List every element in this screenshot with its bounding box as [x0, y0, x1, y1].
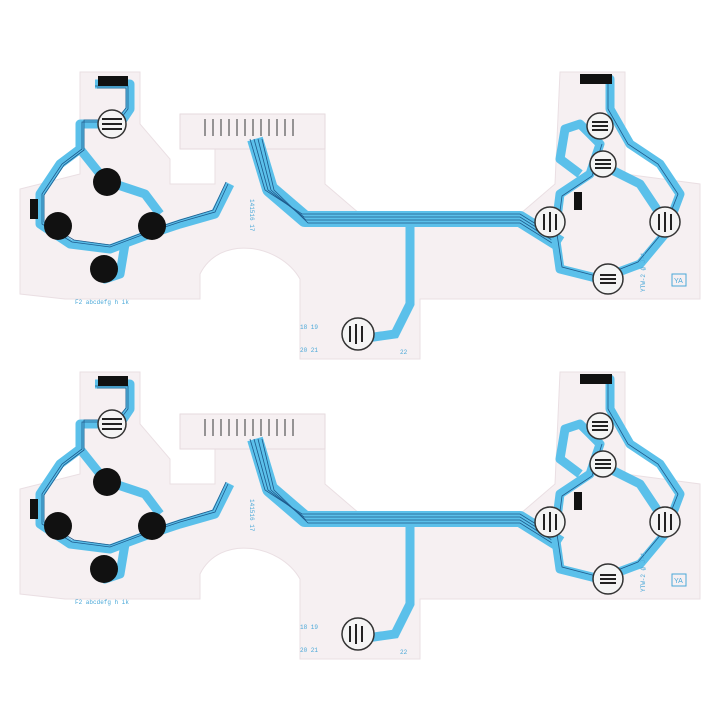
marking-model: YTW-2 @ J-1: [640, 252, 647, 292]
membrane-drawing: F2 abcdefg h ik 141516 17 18 19 20 21 22…: [19, 371, 701, 660]
left-trace-lines: [41, 385, 229, 548]
pad-dpad-right: [138, 212, 166, 240]
pad-dpad-right: [138, 512, 166, 540]
tag-box: [671, 573, 687, 587]
right-trace-lines: [556, 380, 679, 578]
connector-pins: [204, 419, 294, 436]
marking-top-code: 141516 17: [248, 499, 255, 532]
marking-num-a: 18 19: [300, 324, 318, 331]
membrane-drawing: F2 abcdefg h ik 141516 17 18 19 20 21 22…: [19, 71, 701, 360]
side-contact-right: [574, 192, 582, 210]
marking-num-b: 20 21: [300, 647, 318, 654]
bottom-pad-trace: [359, 224, 415, 344]
pad-center-bottom: [341, 617, 375, 651]
pad-dpad-down: [90, 555, 118, 583]
tag-box: [671, 273, 687, 287]
pad-center-bottom-grid: [349, 324, 363, 344]
marking-left-code: F2 abcdefg h ik: [75, 299, 129, 306]
marking-top-code: 141516 17: [248, 199, 255, 232]
connector-pins: [204, 119, 294, 136]
pad-center-bottom-grid: [349, 624, 363, 644]
right-pad-grids: [543, 421, 672, 584]
center-trace-lines: [249, 438, 561, 549]
membrane-ribbon-top: F2 abcdefg h ik 141516 17 18 19 20 21 22…: [0, 64, 720, 364]
pad-dpad-left: [44, 512, 72, 540]
marking-num-b: 20 21: [300, 347, 318, 354]
pad-top-left-grid: [102, 418, 122, 430]
pad-dpad-up: [93, 468, 121, 496]
pad-dpad-left: [44, 212, 72, 240]
pad-center-bottom: [341, 317, 375, 351]
pad-dpad-down: [90, 255, 118, 283]
marking-left-code: F2 abcdefg h ik: [75, 599, 129, 606]
left-contact-strip: [98, 76, 128, 86]
bottom-pad-trace: [359, 524, 415, 644]
marking-num-a: 18 19: [300, 624, 318, 631]
marking-num-c: 22: [400, 649, 408, 656]
pad-top-left-grid: [102, 118, 122, 130]
marking-model: YTW-2 @ J-1: [640, 552, 647, 592]
marking-tag: YA: [674, 578, 683, 585]
membrane-ribbon-bottom: F2 abcdefg h ik 141516 17 18 19 20 21 22…: [0, 364, 720, 664]
pad-dpad-up: [93, 168, 121, 196]
marking-num-c: 22: [400, 349, 408, 356]
right-trace-lines: [556, 80, 679, 278]
side-contact-right: [574, 492, 582, 510]
side-contact-left: [30, 499, 38, 519]
left-contact-strip: [98, 376, 128, 386]
left-trace-lines: [41, 85, 229, 248]
right-contact-strip: [580, 74, 612, 84]
right-contact-strip: [580, 374, 612, 384]
side-contact-left: [30, 199, 38, 219]
marking-tag: YA: [674, 278, 683, 285]
center-trace-lines: [249, 138, 561, 249]
right-pad-grids: [543, 121, 672, 284]
